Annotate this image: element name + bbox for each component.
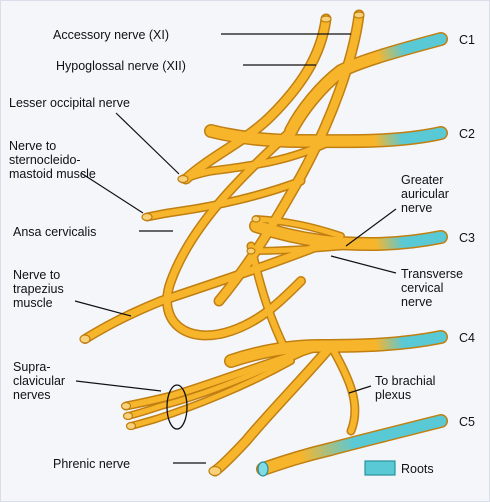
root-labels: C1 C2 C3 C4 C5	[459, 33, 475, 429]
label-greater-auricular-line3: nerve	[401, 201, 432, 215]
legend: Roots	[365, 461, 434, 476]
label-nerve-to-scm-line2: sternocleido-	[9, 153, 81, 167]
label-brachial-plexus-line2: plexus	[375, 388, 411, 402]
label-supraclavicular-line3: nerves	[13, 388, 51, 402]
label-c5: C5	[459, 415, 475, 429]
root-end-caps	[258, 462, 268, 476]
label-accessory-nerve: Accessory nerve (XI)	[53, 28, 169, 42]
label-c2: C2	[459, 127, 475, 141]
root-trunks	[211, 39, 441, 469]
label-nerve-to-trapezius-line1: Nerve to	[13, 268, 60, 282]
label-transverse-cervical-line2: cervical	[401, 281, 443, 295]
label-phrenic-nerve: Phrenic nerve	[53, 457, 130, 471]
label-ansa-cervicalis: Ansa cervicalis	[13, 225, 96, 239]
label-c4: C4	[459, 331, 475, 345]
label-supraclavicular-line2: clavicular	[13, 374, 65, 388]
label-lesser-occipital-nerve: Lesser occipital nerve	[9, 96, 130, 110]
label-nerve-to-trapezius-line3: muscle	[13, 296, 53, 310]
label-greater-auricular-line1: Greater	[401, 173, 443, 187]
legend-swatch	[365, 461, 395, 475]
right-labels: Greater auricular nerve Transverse cervi…	[375, 173, 463, 402]
label-supraclavicular-line1: Supra-	[13, 360, 51, 374]
label-nerve-to-scm-line3: mastoid muscle	[9, 167, 96, 181]
label-transverse-cervical-line1: Transverse	[401, 267, 463, 281]
label-c1: C1	[459, 33, 475, 47]
label-nerve-to-scm-line1: Nerve to	[9, 139, 56, 153]
legend-label: Roots	[401, 462, 434, 476]
label-nerve-to-trapezius-line2: trapezius	[13, 282, 64, 296]
label-transverse-cervical-line3: nerve	[401, 295, 432, 309]
label-hypoglossal-nerve: Hypoglossal nerve (XII)	[56, 59, 186, 73]
label-c3: C3	[459, 231, 475, 245]
label-greater-auricular-line2: auricular	[401, 187, 449, 201]
label-brachial-plexus-line1: To brachial	[375, 374, 435, 388]
